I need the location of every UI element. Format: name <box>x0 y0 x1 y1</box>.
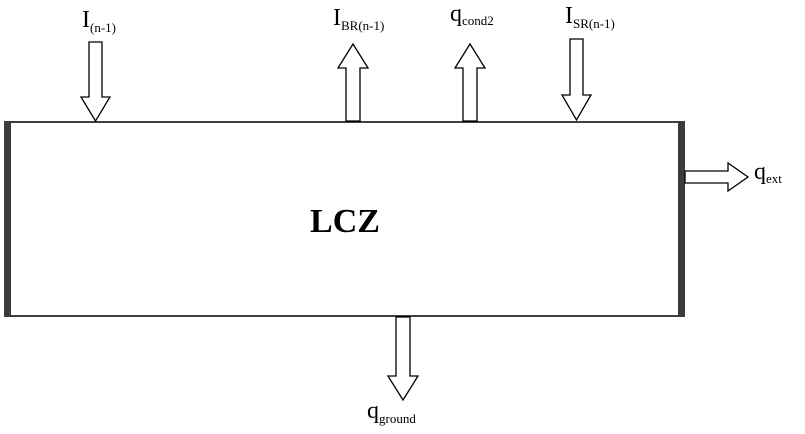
arrow-i-sr <box>560 38 593 122</box>
label-q-ground: qground <box>367 398 416 426</box>
label-q-cond: qcond2 <box>450 1 494 28</box>
label-i-br: IBR(n-1) <box>333 5 384 33</box>
right-wall <box>678 121 685 317</box>
arrow-i-n1 <box>79 41 112 123</box>
label-i-sr: ISR(n-1) <box>565 3 615 31</box>
label-i-n1: I(n-1) <box>82 7 116 35</box>
arrow-q-ground <box>386 316 420 402</box>
arrow-i-br <box>336 42 370 122</box>
label-q-ext: qext <box>754 159 782 186</box>
left-wall <box>4 121 11 317</box>
lcz-box <box>7 121 683 317</box>
arrow-q-cond <box>453 42 487 122</box>
box-label: LCZ <box>310 203 380 240</box>
arrow-q-ext <box>684 161 750 193</box>
